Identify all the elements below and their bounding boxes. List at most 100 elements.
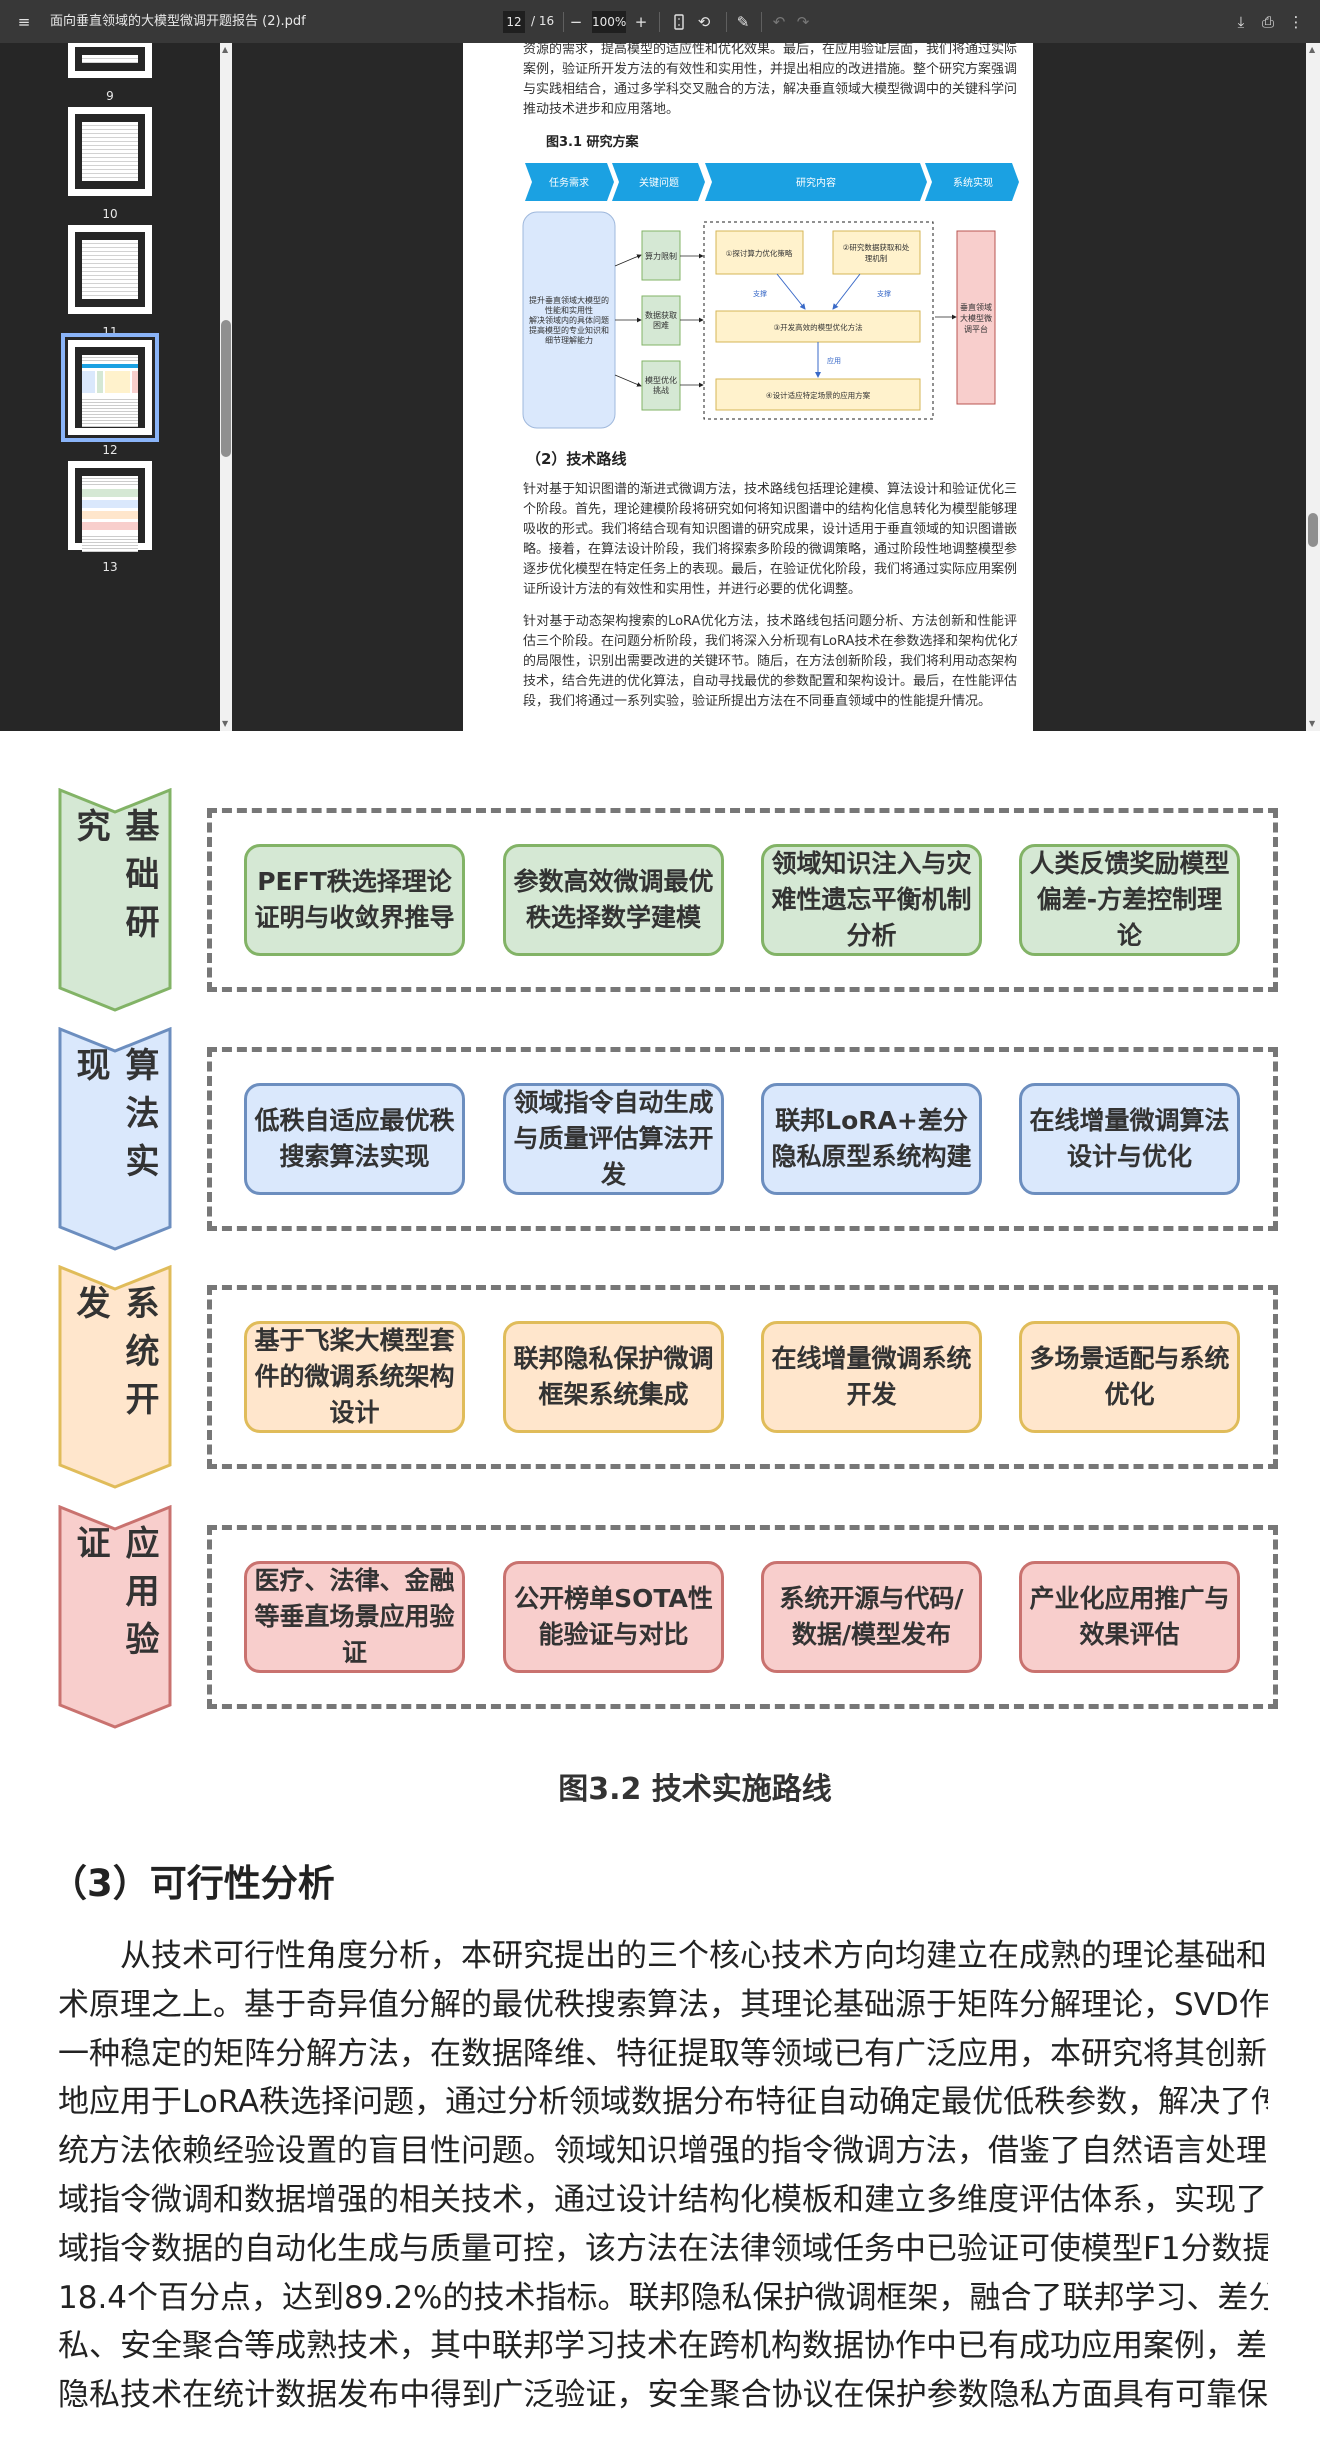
scroll-down-arrow-icon[interactable]: ▼ [1309,719,1316,728]
task-box [832,230,921,275]
thumbnail-page-9[interactable] [68,43,152,78]
paragraph-line: 隐私技术在统计数据发布中得到广泛验证，安全聚合协议在保护参数隐私方面具有可靠保 [58,2377,1268,2414]
undo-icon[interactable]: ↶ [772,13,786,31]
print-icon[interactable]: ⎙ [1261,13,1274,31]
scroll-up-arrow-icon[interactable]: ▲ [222,45,229,54]
paragraph-line: 个阶段。首先，理论建模阶段将研究如何将知识图谱中的结构化信息转化为模型能够理解和 [523,502,1017,517]
stage-label: 系统开发 [70,1285,159,1429]
fit-page-icon[interactable] [669,12,689,32]
support-label: 支撑 [877,289,891,298]
thumbnail-page-12[interactable] [61,333,159,442]
stage-item: 公开榜单SOTA性能验证与对比 [503,1561,724,1673]
challenge-box [641,295,681,346]
stage-item: 人类反馈奖励模型偏差-方差控制理论 [1019,844,1240,956]
paragraph-line: 统方法依赖经验设置的盲目性问题。领域知识增强的指令微调方法，借鉴了自然语言处理领 [58,2133,1268,2170]
thumbnail-page-11[interactable] [68,225,152,314]
task-box [715,230,804,275]
paragraph-line: 术原理之上。基于奇异值分解的最优秩搜索算法，其理论基础源于矩阵分解理论，SVD作… [58,1986,1268,2023]
goal-text: 性能和实用性 [545,305,593,315]
stage-item: 系统开源与代码/数据/模型发布 [761,1561,982,1673]
stage-chevron [58,788,172,1012]
goal-text: 提升垂直领域大模型的 [529,295,609,305]
redo-icon[interactable]: ↷ [796,13,810,31]
paragraph-line: 资源的需求，提高模型的适应性和优化效果。最后，在应用验证层面，我们将通过实际应用 [523,42,1017,57]
paragraph-line: 针对基于动态架构搜索的LoRA优化方法，技术路线包括问题分析、方法创新和性能评 [523,614,1017,629]
section-heading-2: （2）技术路线 [526,450,627,468]
stage-item: 联邦隐私保护微调框架系统集成 [503,1321,724,1433]
stage-item: 在线增量微调算法设计与优化 [1019,1083,1240,1195]
stage-item: PEFT秩选择理论证明与收敛界推导 [244,844,465,956]
zoom-out-button[interactable]: − [569,13,583,31]
platform-text: 垂直领域 [960,302,992,312]
challenge-text: 模型优化 [645,375,677,385]
viewer-scrollbar[interactable]: ▲ ▼ [1306,43,1320,731]
paragraph-line: 估三个阶段。在问题分析阶段，我们将深入分析现有LoRA技术在参数选择和架构优化方… [523,634,1017,649]
download-icon[interactable]: ⤓ [1237,13,1245,31]
challenge-text: 挑战 [653,385,669,395]
stage-item: 多场景适配与系统优化 [1019,1321,1240,1433]
menu-icon[interactable]: ≡ [17,13,31,31]
stage-item: 在线增量微调系统开发 [761,1321,982,1433]
sidebar-scrollbar[interactable]: ▲ ▼ [220,43,232,731]
task-text: 理机制 [865,253,888,263]
challenge-box [641,230,681,281]
paragraph-line: 地应用于LoRA秩选择问题，通过分析领域数据分布特征自动确定最优低秩参数，解决了… [58,2084,1268,2121]
task-box [715,378,921,411]
stage-label: 基础研究 [70,808,159,952]
scroll-up-arrow-icon[interactable]: ▲ [1309,45,1316,54]
chevron-label: 研究内容 [796,176,836,189]
stage-chevron [58,1265,172,1489]
divider [761,12,762,32]
paragraph-line: 18.4个百分点，达到89.2%的技术指标。联邦隐私保护微调框架，融合了联邦学习… [58,2279,1268,2316]
paragraph-line: 案例，验证所开发方法的有效性和实用性，并提出相应的改进措施。整个研究方案强调理论 [523,62,1017,77]
stage-group-box [207,808,1278,992]
challenge-text: 困难 [653,320,669,330]
paragraph-line: 推动技术进步和应用落地。 [523,102,680,117]
stage-item: 低秩自适应最优秩搜索算法实现 [244,1083,465,1195]
paragraph-line: 从技术可行性角度分析，本研究提出的三个核心技术方向均建立在成熟的理论基础和技 [58,1938,1268,1974]
paragraph-line: 逐步优化模型在特定任务上的表现。最后，在验证优化阶段，我们将通过实际应用案例，验 [523,562,1017,577]
stage-item: 领域知识注入与灾难性遗忘平衡机制分析 [761,844,982,956]
scroll-down-arrow-icon[interactable]: ▼ [222,719,229,728]
paragraph-line: 技术，结合先进的优化算法，自动寻找最优的参数配置和架构设计。最后，在性能评估阶 [523,674,1017,689]
paragraph-line: 证所设计方法的有效性和实用性，并进行必要的优化调整。 [523,582,862,597]
paragraph-line: 针对基于知识图谱的渐进式微调方法，技术路线包括理论建模、算法设计和验证优化三 [523,482,1017,497]
stage-item: 产业化应用推广与效果评估 [1019,1561,1240,1673]
chevron-label: 关键问题 [639,176,679,189]
chevron-label: 系统实现 [953,176,993,189]
apply-label: 应用 [827,356,841,365]
zoom-level-input[interactable]: 100% [592,11,626,33]
zoom-in-button[interactable]: + [634,13,648,31]
stage-item: 参数高效微调最优秩选择数学建模 [503,844,724,956]
viewer-scrollbar-thumb[interactable] [1308,513,1318,547]
task-text: ②研究数据获取和处 [843,242,910,252]
more-options-icon[interactable]: ⋮ [1288,13,1304,31]
annotate-pen-icon[interactable]: ✎ [736,13,750,31]
challenge-text: 算力限制 [645,251,677,261]
sidebar-scrollbar-thumb[interactable] [221,320,231,457]
figure-3-2-caption: 图3.2 技术实施路线 [558,1772,832,1807]
platform-box [956,230,996,405]
task-text: ③开发高效的模型优化方法 [773,322,863,332]
paragraph-line: 域指令数据的自动化生成与质量可控，该方法在法律领域任务中已验证可使模型F1分数提… [58,2230,1268,2267]
paragraph-line: 私、安全聚合等成熟技术，其中联邦学习技术在跨机构数据协作中已有成功应用案例，差分 [58,2328,1268,2365]
support-label: 支撑 [753,289,767,298]
thumbnail-page-10[interactable] [68,107,152,196]
chevron-system [925,163,1019,201]
goal-text: 解决领域内的具体问题 [529,315,609,325]
goal-text: 细节理解能力 [545,335,593,345]
stage-group-box [207,1525,1278,1709]
stage-item: 联邦LoRA+差分隐私原型系统构建 [761,1083,982,1195]
section-heading-3: （3）可行性分析 [50,1862,335,1905]
figure-3-1-title: 图3.1 研究方案 [546,135,639,150]
page-number-input[interactable]: 12 [503,11,525,33]
stage-label: 算法实现 [70,1047,159,1191]
thumbnail-label: 11 [102,325,118,339]
platform-text: 大模型微 [960,313,992,323]
paragraph-line: 吸收的形式。我们将结合现有知识图谱的研究成果，设计适用于垂直领域的知识图谱嵌入策 [523,522,1017,537]
paragraph-line: 域指令微调和数据增强的相关技术，通过设计结构化模板和建立多维度评估体系，实现了领 [58,2182,1268,2218]
paragraph-line: 与实践相结合，通过多学科交叉融合的方法，解决垂直领域大模型微调中的关键科学问题， [523,82,1017,97]
thumbnail-page-13[interactable] [68,461,152,552]
rotate-icon[interactable]: ⟲ [697,13,711,31]
